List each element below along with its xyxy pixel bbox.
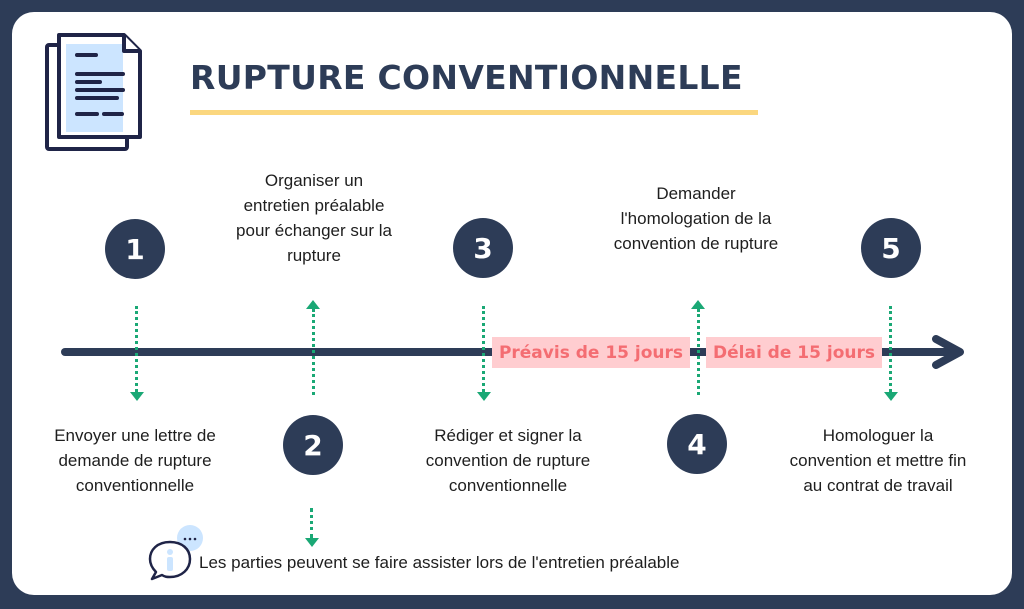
note-text: Les parties peuvent se faire assister lo… [199, 553, 680, 572]
title-underline [190, 110, 758, 115]
timeline-arrowhead-icon [932, 335, 964, 369]
step-3-text: Rédiger et signer la convention de ruptu… [425, 426, 591, 495]
step-2-badge: 2 [283, 415, 343, 475]
arrow-down-icon [305, 538, 319, 547]
arrow-down-icon [130, 392, 144, 401]
step-4-connector [697, 309, 700, 395]
step-1-text: Envoyer une lettre de demande de rupture… [54, 426, 216, 495]
info-chat-icon [148, 525, 203, 581]
infographic-card [12, 12, 1012, 595]
step-1-badge: 1 [105, 219, 165, 279]
page-title: RUPTURE CONVENTIONNELLE [190, 58, 743, 97]
step-5-badge: 5 [861, 218, 921, 278]
document-icon [45, 33, 142, 151]
step-3-connector [482, 306, 485, 392]
arrow-down-icon [884, 392, 898, 401]
step-5-text: Homologuer la convention et mettre fin a… [789, 426, 967, 495]
step-3-badge: 3 [453, 218, 513, 278]
step-4-text: Demander l'homologation de la convention… [613, 184, 779, 253]
arrow-down-icon [477, 392, 491, 401]
step-1-connector [135, 306, 138, 392]
step-4-badge: 4 [667, 414, 727, 474]
period-delai: Délai de 15 jours [706, 337, 882, 368]
arrow-up-icon [306, 300, 320, 309]
arrow-up-icon [691, 300, 705, 309]
step-5-connector [889, 306, 892, 392]
step-2-connector [312, 309, 315, 395]
period-preavis: Préavis de 15 jours [492, 337, 690, 368]
note-connector [310, 508, 313, 538]
step-2-text: Organiser un entretien préalable pour éc… [236, 171, 392, 265]
